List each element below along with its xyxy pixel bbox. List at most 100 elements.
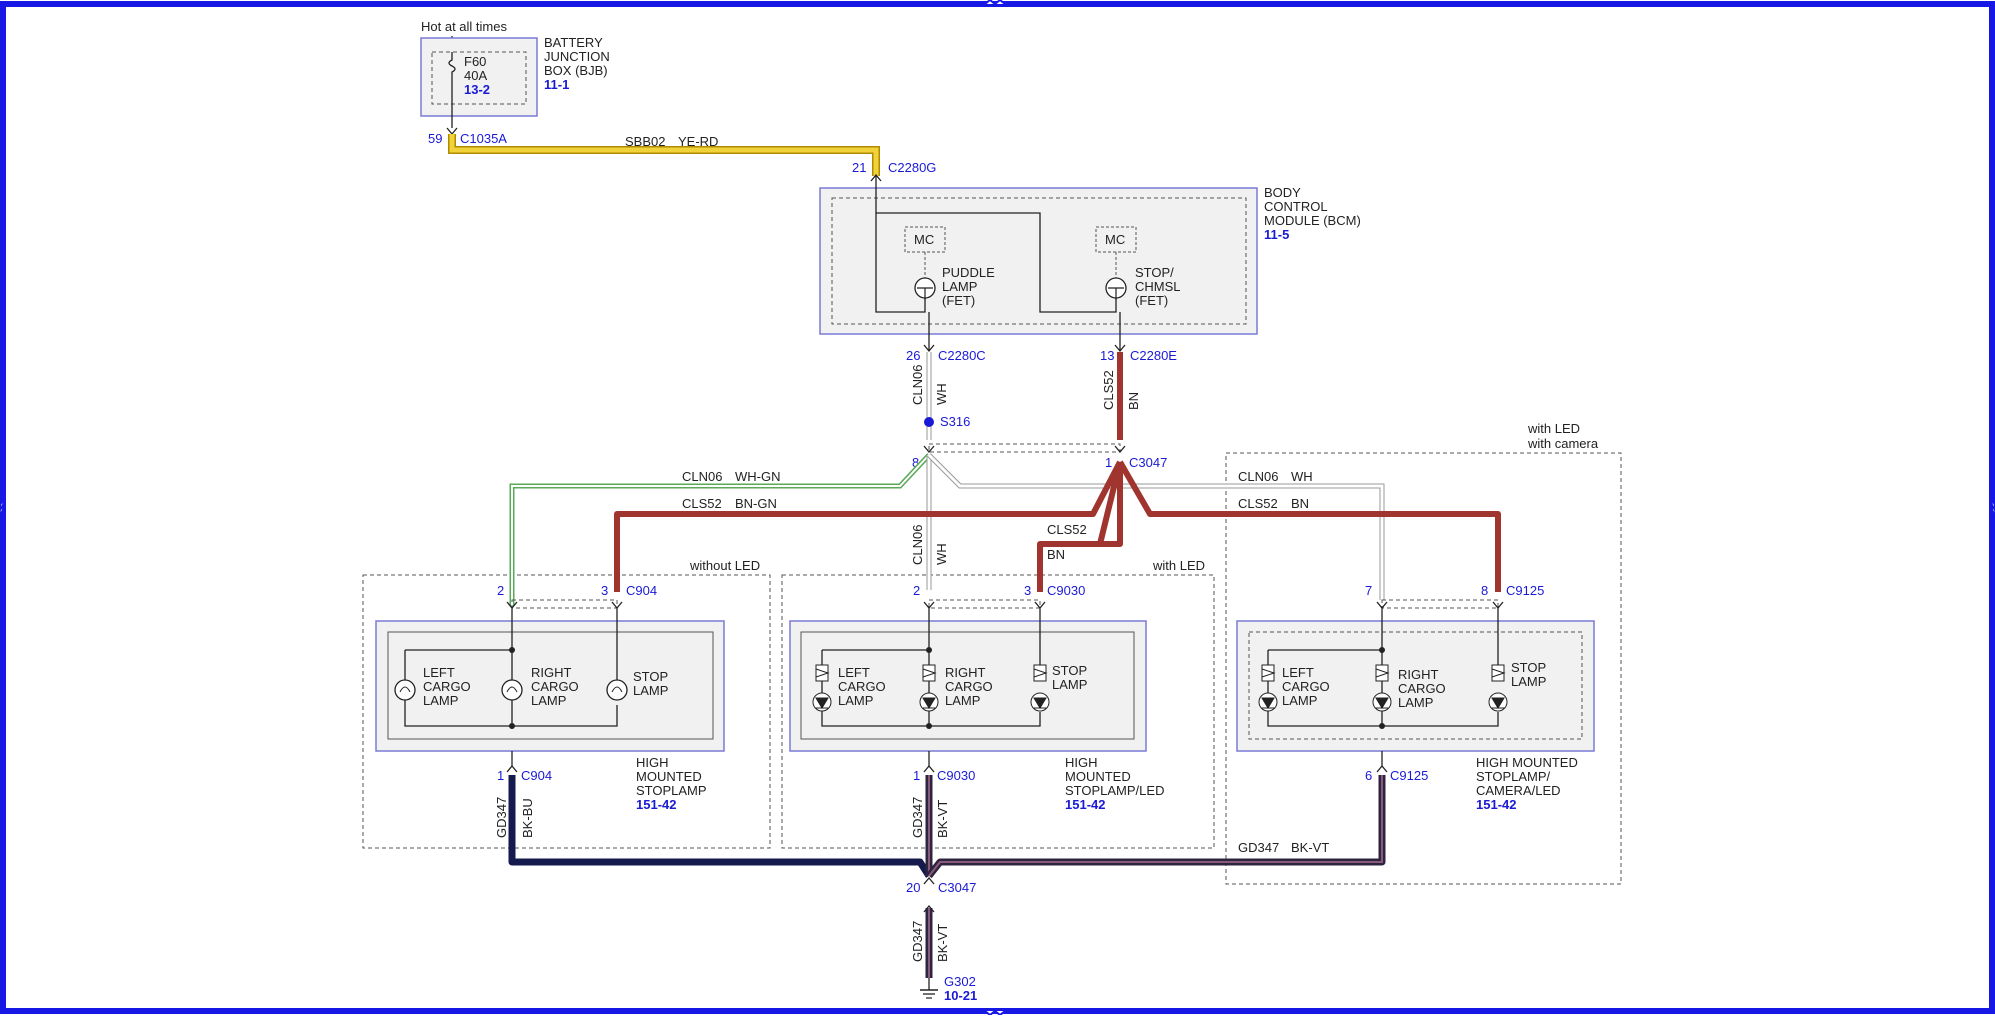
svg-text:CHMSL: CHMSL — [1135, 279, 1181, 294]
svg-text:STOPLAMP/: STOPLAMP/ — [1476, 769, 1551, 784]
svg-text:MC: MC — [1105, 232, 1125, 247]
lamp-c-connector — [1376, 599, 1504, 610]
svg-text:11-1: 11-1 — [544, 77, 569, 92]
bcm-box — [819, 187, 1258, 335]
svg-text:BK-BU: BK-BU — [520, 798, 535, 838]
svg-text:CARGO: CARGO — [423, 679, 471, 694]
svg-text:GD347: GD347 — [1238, 840, 1279, 855]
svg-text:WH: WH — [934, 543, 949, 565]
svg-text:BK-VT: BK-VT — [935, 800, 950, 838]
svg-text:LAMP: LAMP — [942, 279, 977, 294]
variant-without-led: without LED — [689, 558, 760, 573]
sbb02-label: SBB02 — [625, 134, 665, 149]
frame-notch-left — [0, 499, 5, 516]
c3047-top-connector — [928, 443, 1121, 453]
svg-text:8: 8 — [912, 455, 919, 470]
wire-sbb02 — [448, 134, 880, 176]
svg-text:40A: 40A — [464, 68, 487, 83]
svg-text:JUNCTION: JUNCTION — [544, 49, 610, 64]
svg-text:LAMP: LAMP — [531, 693, 566, 708]
svg-text:C904: C904 — [521, 768, 552, 783]
svg-text:C3047: C3047 — [1129, 455, 1167, 470]
frame-notch-bottom — [984, 1009, 1006, 1017]
svg-text:10-21: 10-21 — [944, 988, 977, 1003]
svg-text:CLN06: CLN06 — [1238, 469, 1278, 484]
svg-text:13: 13 — [1100, 348, 1114, 363]
lamp-b-box — [789, 620, 1147, 752]
svg-text:3: 3 — [1024, 583, 1031, 598]
lamp-a-box — [375, 620, 725, 752]
svg-text:BK-VT: BK-VT — [1291, 840, 1329, 855]
svg-text:STOP/: STOP/ — [1135, 265, 1174, 280]
svg-text:RIGHT: RIGHT — [945, 665, 986, 680]
fuse-symbol — [448, 52, 456, 128]
svg-text:20: 20 — [906, 880, 920, 895]
svg-text:6: 6 — [1365, 768, 1372, 783]
svg-text:G302: G302 — [944, 974, 976, 989]
lamp-b-stop-led — [1030, 664, 1050, 712]
svg-text:C3047: C3047 — [938, 880, 976, 895]
svg-text:CLS52: CLS52 — [682, 496, 722, 511]
svg-text:GD347: GD347 — [910, 921, 925, 962]
region-without-led — [362, 574, 771, 849]
svg-text:LEFT: LEFT — [838, 665, 870, 680]
lamp-a-right-bulb — [501, 679, 523, 701]
svg-text:F60: F60 — [464, 54, 486, 69]
lamp-c-right-led — [1372, 664, 1392, 712]
svg-text:LAMP: LAMP — [1052, 677, 1087, 692]
svg-text:1: 1 — [497, 768, 504, 783]
wire-cls52-branches — [614, 460, 1501, 592]
svg-text:C9125: C9125 — [1390, 768, 1428, 783]
svg-text:C2280G: C2280G — [888, 160, 936, 175]
bcm-label: BODY — [1264, 185, 1301, 200]
svg-text:S316: S316 — [940, 414, 970, 429]
svg-text:LAMP: LAMP — [633, 683, 668, 698]
svg-text:CARGO: CARGO — [531, 679, 579, 694]
svg-text:26: 26 — [906, 348, 920, 363]
svg-text:BOX (BJB): BOX (BJB) — [544, 63, 608, 78]
svg-text:21: 21 — [852, 160, 866, 175]
svg-text:BN-GN: BN-GN — [735, 496, 777, 511]
bjb-inner — [431, 51, 527, 105]
wire-cln06-wh-gn — [509, 453, 931, 606]
svg-text:11-5: 11-5 — [1264, 227, 1289, 242]
lamp-c-label: HIGH MOUNTED — [1476, 755, 1578, 770]
svg-text:C9030: C9030 — [1047, 583, 1085, 598]
svg-text:CAMERA/LED: CAMERA/LED — [1476, 783, 1561, 798]
variant-with-led: with LED — [1152, 558, 1205, 573]
variant-led-camera-1: with LED — [1527, 421, 1580, 436]
svg-text:STOPLAMP/LED: STOPLAMP/LED — [1065, 783, 1164, 798]
svg-text:CLN06: CLN06 — [682, 469, 722, 484]
svg-text:YE-RD: YE-RD — [678, 134, 718, 149]
svg-text:C904: C904 — [626, 583, 657, 598]
svg-text:LAMP: LAMP — [838, 693, 873, 708]
lamp-a-connector — [506, 599, 623, 610]
svg-text:GD347: GD347 — [494, 797, 509, 838]
svg-text:BK-VT: BK-VT — [935, 924, 950, 962]
svg-text:7: 7 — [1365, 583, 1372, 598]
svg-text:CLS52: CLS52 — [1238, 496, 1278, 511]
svg-text:C1035A: C1035A — [460, 131, 507, 146]
svg-text:STOP: STOP — [633, 669, 668, 684]
svg-text:151-42: 151-42 — [1065, 797, 1105, 812]
svg-text:151-42: 151-42 — [636, 797, 676, 812]
lamp-c-stop-led — [1488, 664, 1508, 712]
svg-text:MODULE (BCM): MODULE (BCM) — [1264, 213, 1361, 228]
hot-at-all-times-label: Hot at all times — [421, 19, 507, 34]
svg-text:BN: BN — [1047, 547, 1065, 562]
svg-text:(FET): (FET) — [1135, 293, 1168, 308]
region-led-camera — [1225, 452, 1622, 885]
svg-text:LEFT: LEFT — [1282, 665, 1314, 680]
svg-text:C2280C: C2280C — [938, 348, 986, 363]
svg-text:2: 2 — [497, 583, 504, 598]
lamp-b-right-led — [919, 664, 939, 712]
svg-text:PUDDLE: PUDDLE — [942, 265, 995, 280]
lamp-b-label: HIGH — [1065, 755, 1098, 770]
svg-text:59: 59 — [428, 131, 442, 146]
svg-text:LAMP: LAMP — [423, 693, 458, 708]
ground-icon — [920, 978, 938, 999]
svg-text:2: 2 — [913, 583, 920, 598]
bjb-box — [420, 37, 538, 117]
wire-cln06-right — [927, 453, 1385, 600]
svg-text:CARGO: CARGO — [838, 679, 886, 694]
